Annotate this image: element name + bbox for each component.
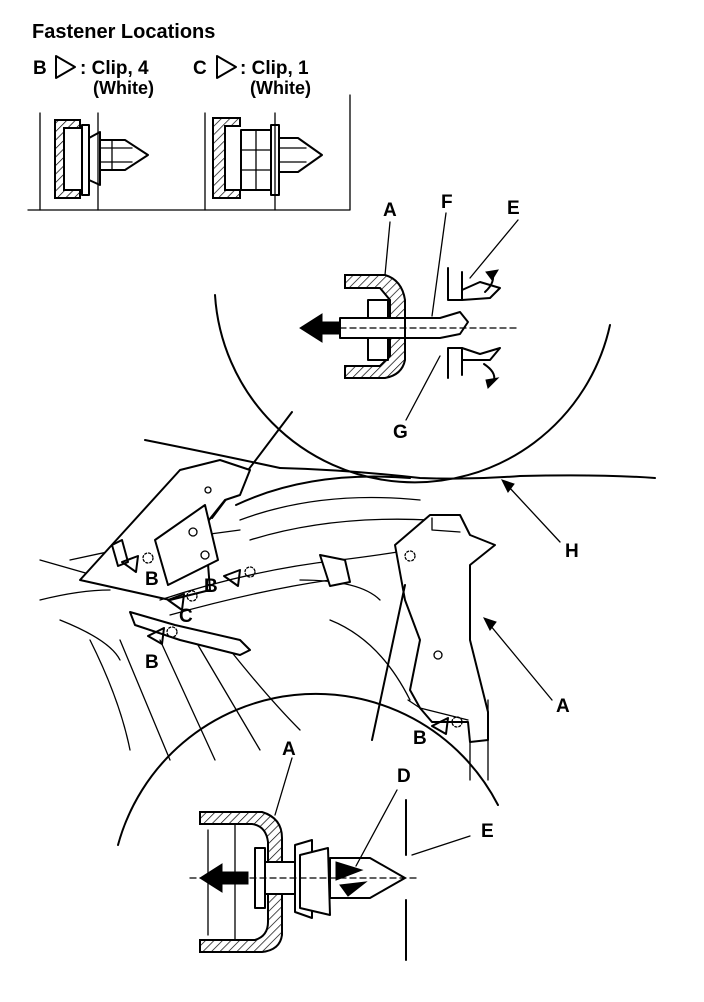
marker-b-3: B — [145, 626, 178, 673]
legend-b-desc: : Clip, 4 — [80, 58, 149, 79]
callout-a-top: A — [383, 200, 397, 221]
triangle-outline-icon — [216, 55, 237, 79]
pull-direction-arrow-icon — [199, 863, 249, 893]
marker-b-2: B — [204, 566, 256, 597]
callout-f: F — [441, 192, 453, 213]
callout-d: D — [397, 766, 411, 787]
callout-labels: A F E G H A A D E — [282, 192, 579, 842]
legend-c-desc: : Clip, 1 — [240, 58, 309, 79]
triangle-outline-icon — [55, 55, 76, 79]
legend-c-color: (White) — [250, 78, 311, 98]
clip-c-illustration — [204, 112, 323, 211]
clip-b-illustration — [39, 112, 149, 211]
callout-e-bottom: E — [481, 821, 494, 842]
callout-e-top: E — [507, 198, 520, 219]
callout-h: H — [565, 541, 579, 562]
bottom-detail-view — [117, 692, 499, 961]
marker-c-1-label: C — [179, 606, 193, 627]
marker-b-1-label: B — [145, 569, 159, 590]
marker-b-4: B — [413, 716, 463, 749]
legend-b-color: (White) — [93, 78, 154, 98]
marker-c-1: C — [167, 590, 198, 627]
fastener-markers: B B C B B — [121, 550, 463, 749]
marker-b-4-label: B — [413, 728, 427, 749]
marker-b-2-label: B — [204, 576, 218, 597]
top-detail-view — [214, 212, 611, 484]
body-structure — [39, 439, 656, 781]
legend-b-letter: B — [33, 58, 47, 79]
legend-c-letter: C — [193, 58, 207, 79]
marker-b-3-label: B — [145, 652, 159, 673]
callout-a-bottom: A — [282, 739, 296, 760]
callout-a-right: A — [556, 696, 570, 717]
marker-b-1: B — [121, 552, 159, 590]
callout-g: G — [393, 422, 408, 443]
pull-direction-arrow-icon — [299, 313, 341, 343]
legend-title: Fastener Locations — [32, 21, 215, 43]
callout-leaders — [483, 479, 561, 701]
legend-box: Fastener Locations B : Clip, 4 (White) C… — [27, 21, 351, 211]
